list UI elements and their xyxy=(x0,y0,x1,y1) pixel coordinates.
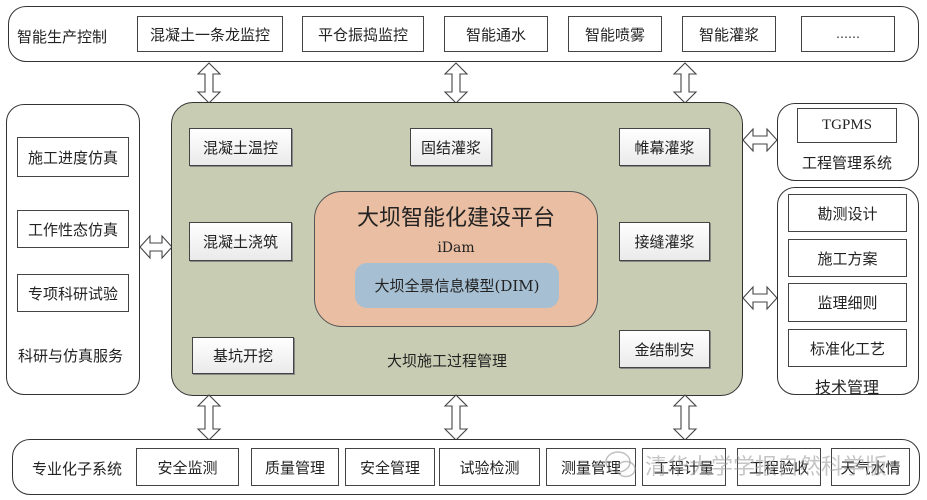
double-arrow-vertical-icon xyxy=(196,62,222,104)
top-item-vibration-monitoring[interactable]: 平仓振捣监控 xyxy=(302,16,424,52)
left-item-research-test[interactable]: 专项科研试验 xyxy=(17,274,129,312)
core-item-metal-structure-installation[interactable]: 金结制安 xyxy=(619,330,710,368)
left-item-behavior-simulation[interactable]: 工作性态仿真 xyxy=(17,210,129,248)
core-item-concrete-temperature-control[interactable]: 混凝土温控 xyxy=(189,128,292,166)
tech-item-standard-process[interactable]: 标准化工艺 xyxy=(788,329,907,367)
top-item-concrete-monitoring[interactable]: 混凝土一条龙监控 xyxy=(137,16,283,52)
right-bottom-group-label: 技术管理 xyxy=(815,378,880,397)
platform-title: 大坝智能化建设平台 xyxy=(356,206,555,231)
right-top-group-label: 工程管理系统 xyxy=(802,154,893,172)
double-arrow-vertical-icon xyxy=(672,394,698,441)
double-arrow-vertical-icon xyxy=(196,394,222,441)
tech-item-supervision-rules[interactable]: 监理细则 xyxy=(788,283,907,322)
bottom-item-project-acceptance[interactable]: 工程验收 xyxy=(737,448,821,486)
double-arrow-horizontal-icon xyxy=(742,285,778,311)
left-item-schedule-simulation[interactable]: 施工进度仿真 xyxy=(17,137,129,177)
core-item-consolidation-grouting[interactable]: 固结灌浆 xyxy=(410,128,492,166)
bottom-item-safety-monitoring[interactable]: 安全监测 xyxy=(136,448,239,486)
double-arrow-vertical-icon xyxy=(672,62,698,104)
platform-subtitle: iDam xyxy=(437,240,475,256)
top-item-smart-grouting[interactable]: 智能灌浆 xyxy=(682,16,776,52)
bottom-item-weather-hydrology[interactable]: 天气水情 xyxy=(831,448,910,486)
top-item-smart-cooling[interactable]: 智能通水 xyxy=(444,16,548,52)
top-group-label: 智能生产控制 xyxy=(17,28,108,46)
tgpms-item[interactable]: TGPMS xyxy=(797,108,897,143)
top-item-more[interactable]: …… xyxy=(801,16,895,52)
core-item-joint-grouting[interactable]: 接缝灌浆 xyxy=(619,222,710,261)
double-arrow-vertical-icon xyxy=(443,62,469,104)
bottom-item-safety-management[interactable]: 安全管理 xyxy=(345,448,435,486)
core-item-foundation-excavation[interactable]: 基坑开挖 xyxy=(192,337,294,374)
core-item-concrete-pouring[interactable]: 混凝土浇筑 xyxy=(189,222,292,261)
bottom-item-quality-management[interactable]: 质量管理 xyxy=(251,448,339,486)
double-arrow-vertical-icon xyxy=(443,394,469,441)
tech-item-survey-design[interactable]: 勘测设计 xyxy=(788,194,907,232)
core-item-curtain-grouting[interactable]: 帷幕灌浆 xyxy=(619,128,710,166)
wechat-icon xyxy=(605,451,636,478)
core-label: 大坝施工过程管理 xyxy=(387,352,508,370)
bottom-group-label: 专业化子系统 xyxy=(32,460,123,478)
dam-information-model[interactable]: 大坝全景信息模型(DIM) xyxy=(355,263,559,308)
left-group-label: 科研与仿真服务 xyxy=(18,347,124,365)
bottom-item-testing-inspection[interactable]: 试验检测 xyxy=(439,448,540,486)
top-item-smart-spray[interactable]: 智能喷雾 xyxy=(568,16,662,52)
double-arrow-horizontal-icon xyxy=(139,234,173,260)
watermark-text: 清华大学学报自然科学版 xyxy=(645,455,888,480)
bottom-item-survey-management[interactable]: 测量管理 xyxy=(546,448,636,486)
double-arrow-horizontal-icon xyxy=(742,127,778,153)
tech-item-construction-plan[interactable]: 施工方案 xyxy=(788,239,907,277)
bottom-item-quantity-measurement[interactable]: 工程计量 xyxy=(642,448,726,486)
